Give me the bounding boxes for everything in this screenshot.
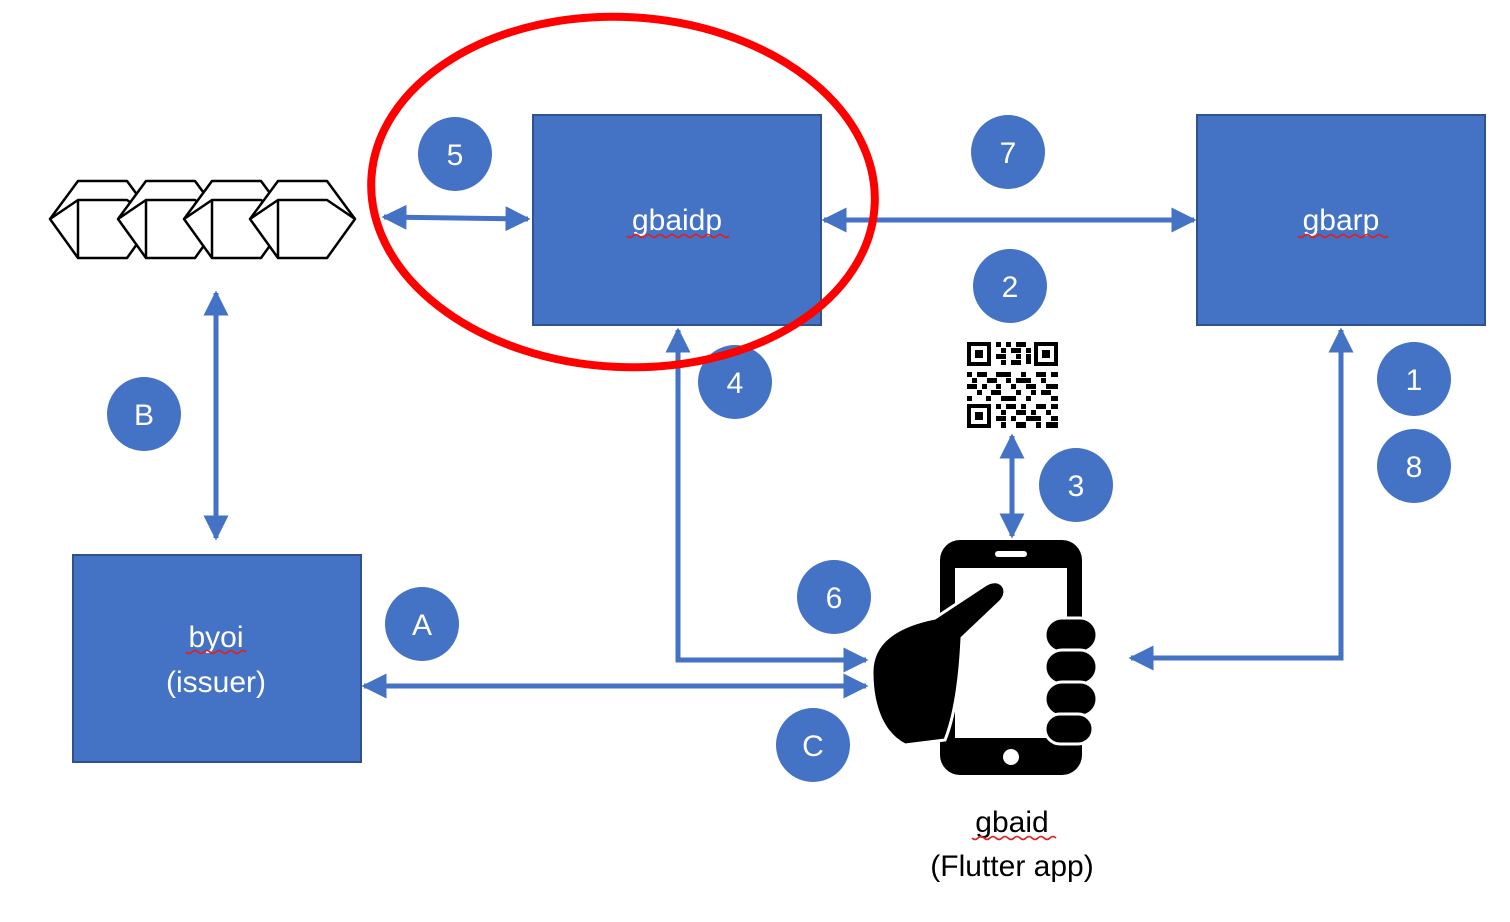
step-badge-3: 3 [1039,448,1113,522]
arrow-gbaidp-phone [665,327,869,673]
step-badge-B: B [107,377,181,451]
spellcheck-underline [185,649,247,655]
badges: 5 7 2 4 1 8 3 B 6 A C [107,115,1451,782]
blockchain-cubes-icon [48,179,357,260]
svg-text:C: C [802,730,824,763]
flutter-app-label: (Flutter app) [930,850,1093,883]
step-badge-2: 2 [973,249,1047,323]
spellcheck-underline [971,835,1057,841]
svg-text:B: B [134,399,154,432]
step-badge-5: 5 [418,117,492,191]
svg-text:7: 7 [1000,137,1017,170]
svg-text:2: 2 [1002,271,1019,304]
hand-holding-phone-icon [870,540,1099,775]
arrow-gbarp-phone [1128,327,1354,671]
gbarp-label: gbarp [1303,204,1380,237]
gbaidp-label: gbaidp [632,204,722,237]
svg-text:3: 3 [1068,470,1085,503]
step-badge-4: 4 [698,345,772,419]
spellcheck-underline [626,233,730,239]
step-badge-C: C [776,708,850,782]
gbarp-box: gbarp [1196,114,1486,326]
step-badge-1: 1 [1377,342,1451,416]
byoi-box: byoi (issuer) [72,554,362,763]
qr-code-icon [965,340,1060,430]
arrow-blockchain-gbaidp [381,204,531,232]
step-badge-A: A [385,587,459,661]
gbaidp-box: gbaidp [532,114,822,326]
arrows [203,204,1354,699]
svg-text:8: 8 [1406,451,1423,484]
svg-text:6: 6 [826,582,843,615]
svg-text:A: A [412,609,432,642]
spellcheck-underline [1297,233,1389,239]
svg-text:1: 1 [1406,364,1423,397]
svg-text:5: 5 [447,139,464,172]
highlight-ellipse [367,12,879,372]
step-badge-6: 6 [797,560,871,634]
svg-text:4: 4 [727,367,744,400]
step-badge-7: 7 [971,115,1045,189]
byoi-label: byoi [188,621,243,654]
step-badge-8: 8 [1377,429,1451,503]
issuer-label: (issuer) [166,666,266,699]
gbaid-label: gbaid [975,806,1048,839]
phone-caption: gbaid (Flutter app) [930,806,1093,883]
